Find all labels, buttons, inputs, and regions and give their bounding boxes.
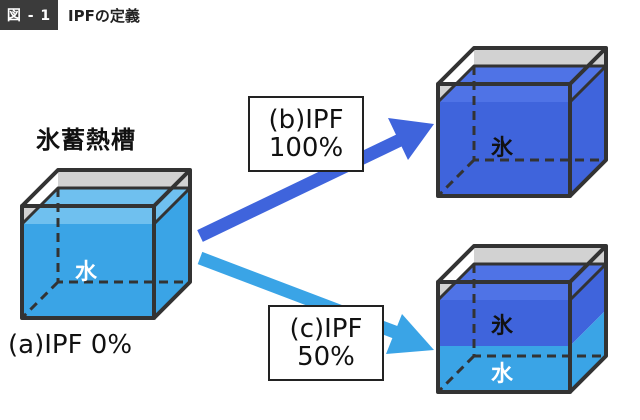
figure-number-badge: 図 - 1 (0, 0, 58, 30)
figure-header: 図 - 1 IPFの定義 (0, 0, 140, 30)
tank-b-top-band (474, 48, 606, 66)
tank-c-callout-line2: 50% (297, 342, 355, 372)
figure-title: IPFの定義 (68, 6, 140, 25)
tank-c-top-band (474, 246, 606, 264)
tank-a-top-band (58, 170, 190, 188)
tank-b-ipf-100 (436, 46, 608, 198)
tank-c-callout-line1: (c)IPF (289, 314, 363, 344)
ice-storage-tank-heading: 氷蓄熱槽 (36, 126, 136, 154)
tank-a-water-front (22, 224, 154, 318)
tank-c-water-label: 水 (490, 362, 513, 387)
tank-b-callout: (b)IPF 100% (248, 96, 364, 172)
tank-c-ice-front (438, 300, 570, 346)
tank-a-caption: (a)IPF 0% (8, 330, 133, 360)
tank-a-water-label: 水 (74, 260, 97, 285)
tank-a-water-side (154, 188, 190, 318)
tank-c-callout: (c)IPF 50% (268, 305, 384, 381)
tank-c-ipf-50 (436, 244, 608, 394)
tank-a-ipf-0 (20, 168, 192, 320)
tank-b-callout-line2: 100% (268, 133, 344, 163)
tank-b-ice-front (438, 102, 570, 196)
tank-c-ice-label: 氷 (490, 314, 513, 339)
tank-b-ice-side (570, 66, 606, 196)
tank-b-ice-label: 氷 (490, 136, 513, 161)
tank-c-ice-side (570, 264, 606, 346)
tank-b-callout-line1: (b)IPF (268, 105, 344, 135)
arrow-to-ipf-100 (197, 118, 434, 242)
tank-c-water-side (570, 310, 606, 392)
